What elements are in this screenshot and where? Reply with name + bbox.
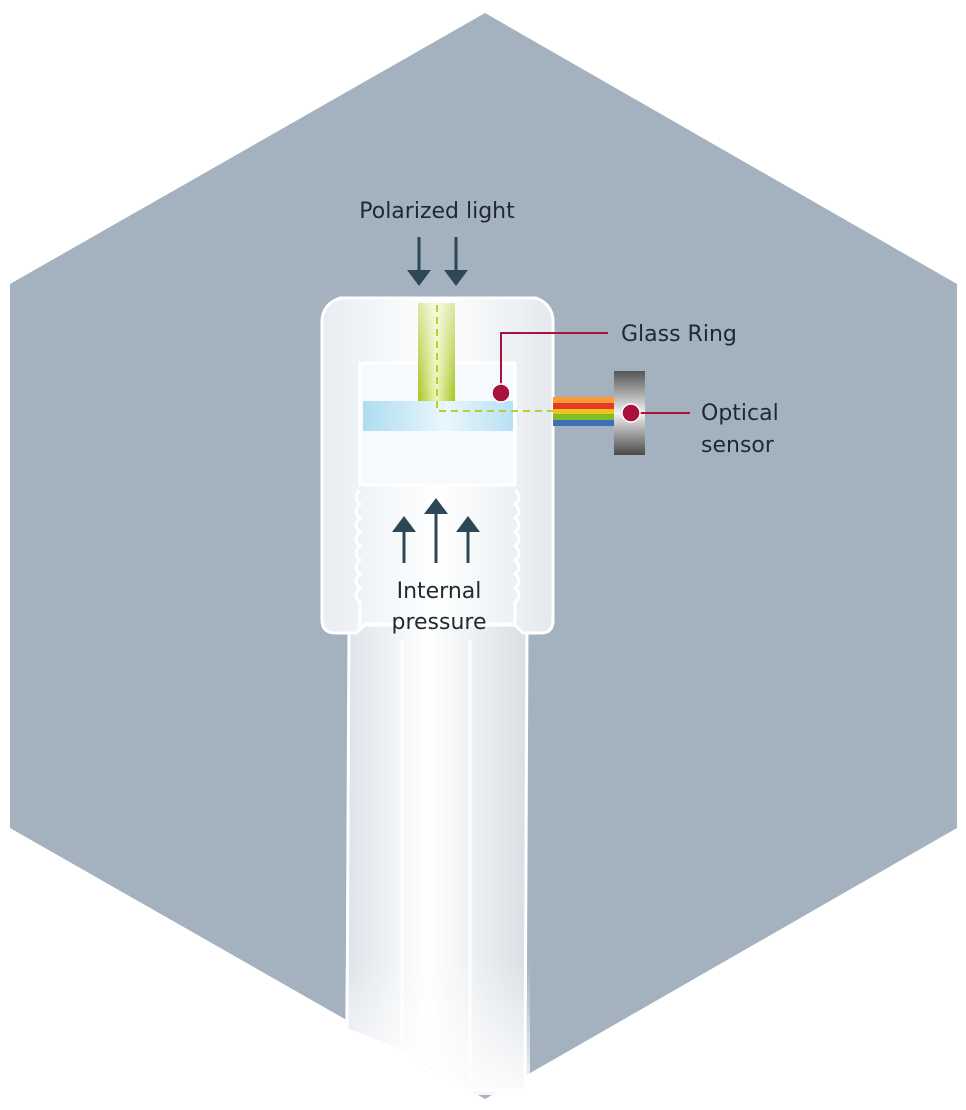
glass-ring-leader: [500, 332, 608, 393]
polarized-light-arrows: [407, 237, 468, 286]
thread-left: [354, 488, 363, 627]
tube: [345, 623, 530, 1095]
optical-sensor-label-line2: sensor: [701, 433, 775, 458]
polarized-light-label: Polarized light: [359, 199, 515, 224]
glass-ring-label: Glass Ring: [621, 322, 737, 347]
optical-sensor-label-line1: Optical: [701, 401, 779, 426]
optical-sensor-marker: [621, 403, 641, 423]
internal-pressure-arrows: [392, 498, 480, 563]
internal-pressure-label-line1: Internal: [397, 579, 482, 604]
spectrum-bands: [553, 397, 615, 426]
internal-pressure-label-line2: pressure: [391, 610, 486, 635]
thread-right: [512, 488, 521, 627]
glass-ring-marker: [491, 383, 511, 403]
